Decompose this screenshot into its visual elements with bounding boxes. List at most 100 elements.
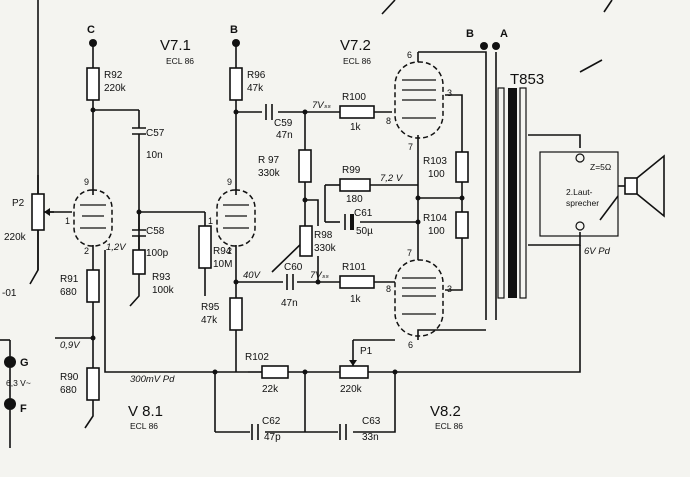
svg-text:9: 9 — [84, 177, 89, 187]
svg-text:R91: R91 — [60, 274, 79, 285]
voltage-v71-cathode: 40V — [243, 270, 262, 281]
svg-text:F: F — [20, 403, 27, 415]
capacitor-c63: C63 33n — [339, 416, 381, 443]
voltage-v81-cathode: 1,2V — [106, 242, 127, 253]
resistor-r96: R96 47k — [229, 67, 266, 101]
tube-v72-top: 6 3 8 7 — [386, 50, 452, 152]
wiring — [29, 0, 625, 433]
svg-text:47n: 47n — [281, 298, 298, 309]
svg-text:8: 8 — [386, 116, 391, 126]
svg-text:R102: R102 — [245, 352, 269, 363]
svg-text:T853: T853 — [510, 71, 544, 88]
svg-text:R96: R96 — [247, 70, 266, 81]
tube-type-v81: ECL 86 — [130, 421, 158, 431]
svg-text:R 97: R 97 — [258, 155, 280, 166]
svg-text:1: 1 — [208, 216, 213, 226]
svg-text:sprecher: sprecher — [566, 198, 599, 208]
potentiometer-p1: P1 220k — [339, 346, 373, 395]
svg-text:1k: 1k — [350, 294, 362, 305]
tube-v71: 9 1 2 — [208, 177, 256, 256]
minus-label: -01 — [2, 288, 17, 299]
svg-text:330k: 330k — [314, 243, 337, 254]
svg-text:G: G — [20, 357, 29, 369]
svg-text:100: 100 — [428, 226, 445, 237]
svg-text:C58: C58 — [146, 226, 165, 237]
speaker-output: Z=5Ω 2.Laut- sprecher 6V Pd — [539, 151, 619, 257]
svg-text:47p: 47p — [264, 432, 281, 443]
svg-text:100p: 100p — [146, 248, 169, 259]
tube-label-v71: V7.1 — [160, 37, 191, 54]
tube-label-v81: V 8.1 — [128, 403, 163, 420]
transformer-t853: T853 — [497, 71, 544, 299]
svg-text:3: 3 — [447, 88, 452, 98]
svg-text:R93: R93 — [152, 272, 171, 283]
terminal-b-top: B — [230, 24, 240, 47]
terminal-a-right: A — [492, 28, 508, 50]
svg-text:1: 1 — [65, 216, 70, 226]
capacitor-c61: C61 50µ — [344, 208, 373, 237]
svg-text:C60: C60 — [284, 262, 303, 273]
svg-text:3: 3 — [447, 284, 452, 294]
terminal-b-right: B — [466, 28, 488, 50]
svg-text:C59: C59 — [274, 118, 293, 129]
svg-text:P1: P1 — [360, 346, 373, 357]
svg-text:C62: C62 — [262, 416, 281, 427]
svg-text:R94: R94 — [213, 246, 232, 257]
svg-text:220k: 220k — [340, 384, 363, 395]
svg-text:R92: R92 — [104, 70, 123, 81]
voltage-feedback: 300mV Pd — [130, 374, 175, 385]
capacitor-c60: C60 47n — [281, 262, 303, 309]
svg-text:7: 7 — [407, 248, 412, 258]
svg-text:C63: C63 — [362, 416, 381, 427]
svg-text:100: 100 — [428, 169, 445, 180]
capacitor-c58: C58 100p — [132, 212, 169, 259]
svg-text:2: 2 — [84, 246, 89, 256]
tube-v81: 9 1 2 — [65, 177, 113, 256]
svg-text:C57: C57 — [146, 128, 165, 139]
svg-text:2.Laut-: 2.Laut- — [566, 187, 593, 197]
tube-label-v72: V7.2 — [340, 37, 371, 54]
resistor-r102: R102 22k — [245, 352, 289, 395]
tube-type-v82: ECL 86 — [435, 421, 463, 431]
svg-text:R95: R95 — [201, 302, 220, 313]
svg-text:7: 7 — [408, 142, 413, 152]
potentiometer-p2: P2 220k — [4, 193, 54, 243]
resistor-r104: R104 100 — [423, 211, 469, 239]
svg-text:6: 6 — [408, 340, 413, 350]
resistor-r100: R100 1k — [339, 92, 375, 133]
svg-text:1k: 1k — [350, 122, 362, 133]
svg-text:B: B — [230, 24, 238, 36]
svg-text:C: C — [87, 24, 95, 36]
speaker-icon — [624, 154, 665, 218]
tube-v72-bottom: 7 3 8 6 — [386, 248, 452, 350]
resistor-r101: R101 1k — [339, 262, 375, 305]
capacitor-c62: C62 47p — [251, 416, 281, 443]
svg-text:180: 180 — [346, 194, 363, 205]
svg-text:R104: R104 — [423, 213, 447, 224]
heater-voltage-label: 6,3 V~ — [6, 378, 31, 388]
resistor-r97: R 97 330k — [258, 149, 312, 183]
tube-type-v71: ECL 86 — [166, 56, 194, 66]
svg-text:R98: R98 — [314, 230, 333, 241]
svg-text:220k: 220k — [4, 232, 27, 243]
terminal-f: F — [4, 398, 27, 415]
svg-text:22k: 22k — [262, 384, 279, 395]
terminal-c: C — [87, 24, 97, 47]
svg-text:330k: 330k — [258, 168, 281, 179]
terminal-g: G — [4, 356, 29, 369]
svg-text:R101: R101 — [342, 262, 366, 273]
svg-text:33n: 33n — [362, 432, 379, 443]
svg-text:P2: P2 — [12, 198, 25, 209]
svg-text:10M: 10M — [213, 259, 232, 270]
resistor-r92: R92 220k — [86, 67, 127, 101]
svg-text:680: 680 — [60, 287, 77, 298]
tube-type-v72: ECL 86 — [343, 56, 371, 66]
resistor-r103: R103 100 — [423, 151, 469, 183]
resistor-r91: R91 680 — [60, 269, 100, 303]
svg-text:R99: R99 — [342, 165, 361, 176]
junction-dots — [90, 107, 465, 375]
resistor-r90: R90 680 — [60, 367, 100, 401]
svg-text:R100: R100 — [342, 92, 366, 103]
svg-text:47k: 47k — [201, 315, 218, 326]
